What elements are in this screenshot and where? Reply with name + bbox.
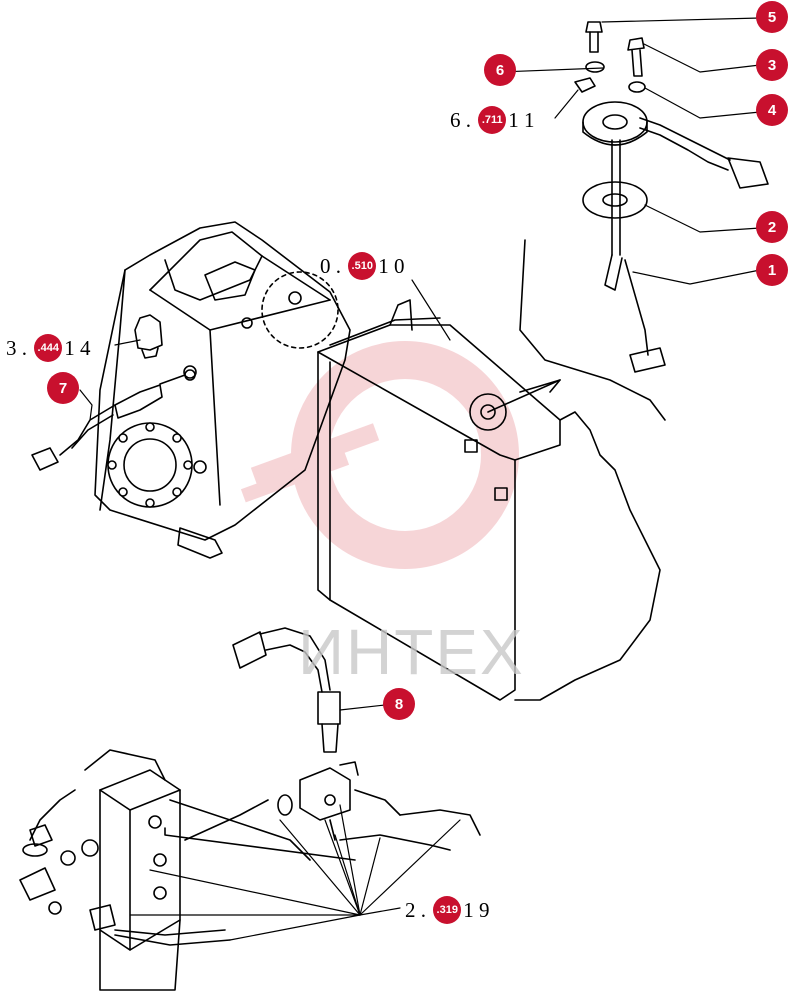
sensor-7 <box>31 365 197 471</box>
callout-3[interactable]: 3 <box>756 49 788 81</box>
fuel-tank <box>317 239 666 701</box>
callout-4[interactable]: 4 <box>756 94 788 126</box>
watermark-text: ИНТЕХ <box>298 616 525 688</box>
callout-1[interactable]: 1 <box>756 254 788 286</box>
hydraulic-block <box>19 749 481 991</box>
leader-lines <box>79 17 761 941</box>
callout-7[interactable]: 7 <box>47 372 79 404</box>
callout-6[interactable]: 6 <box>484 54 516 86</box>
transmission-housing <box>94 221 351 559</box>
sensor-8 <box>232 627 341 753</box>
watermark-logo <box>240 341 519 569</box>
callout-2[interactable]: 2 <box>756 211 788 243</box>
callout-5[interactable]: 5 <box>756 1 788 33</box>
callout-8[interactable]: 8 <box>383 688 415 720</box>
fuel-level-sensor <box>574 21 769 373</box>
